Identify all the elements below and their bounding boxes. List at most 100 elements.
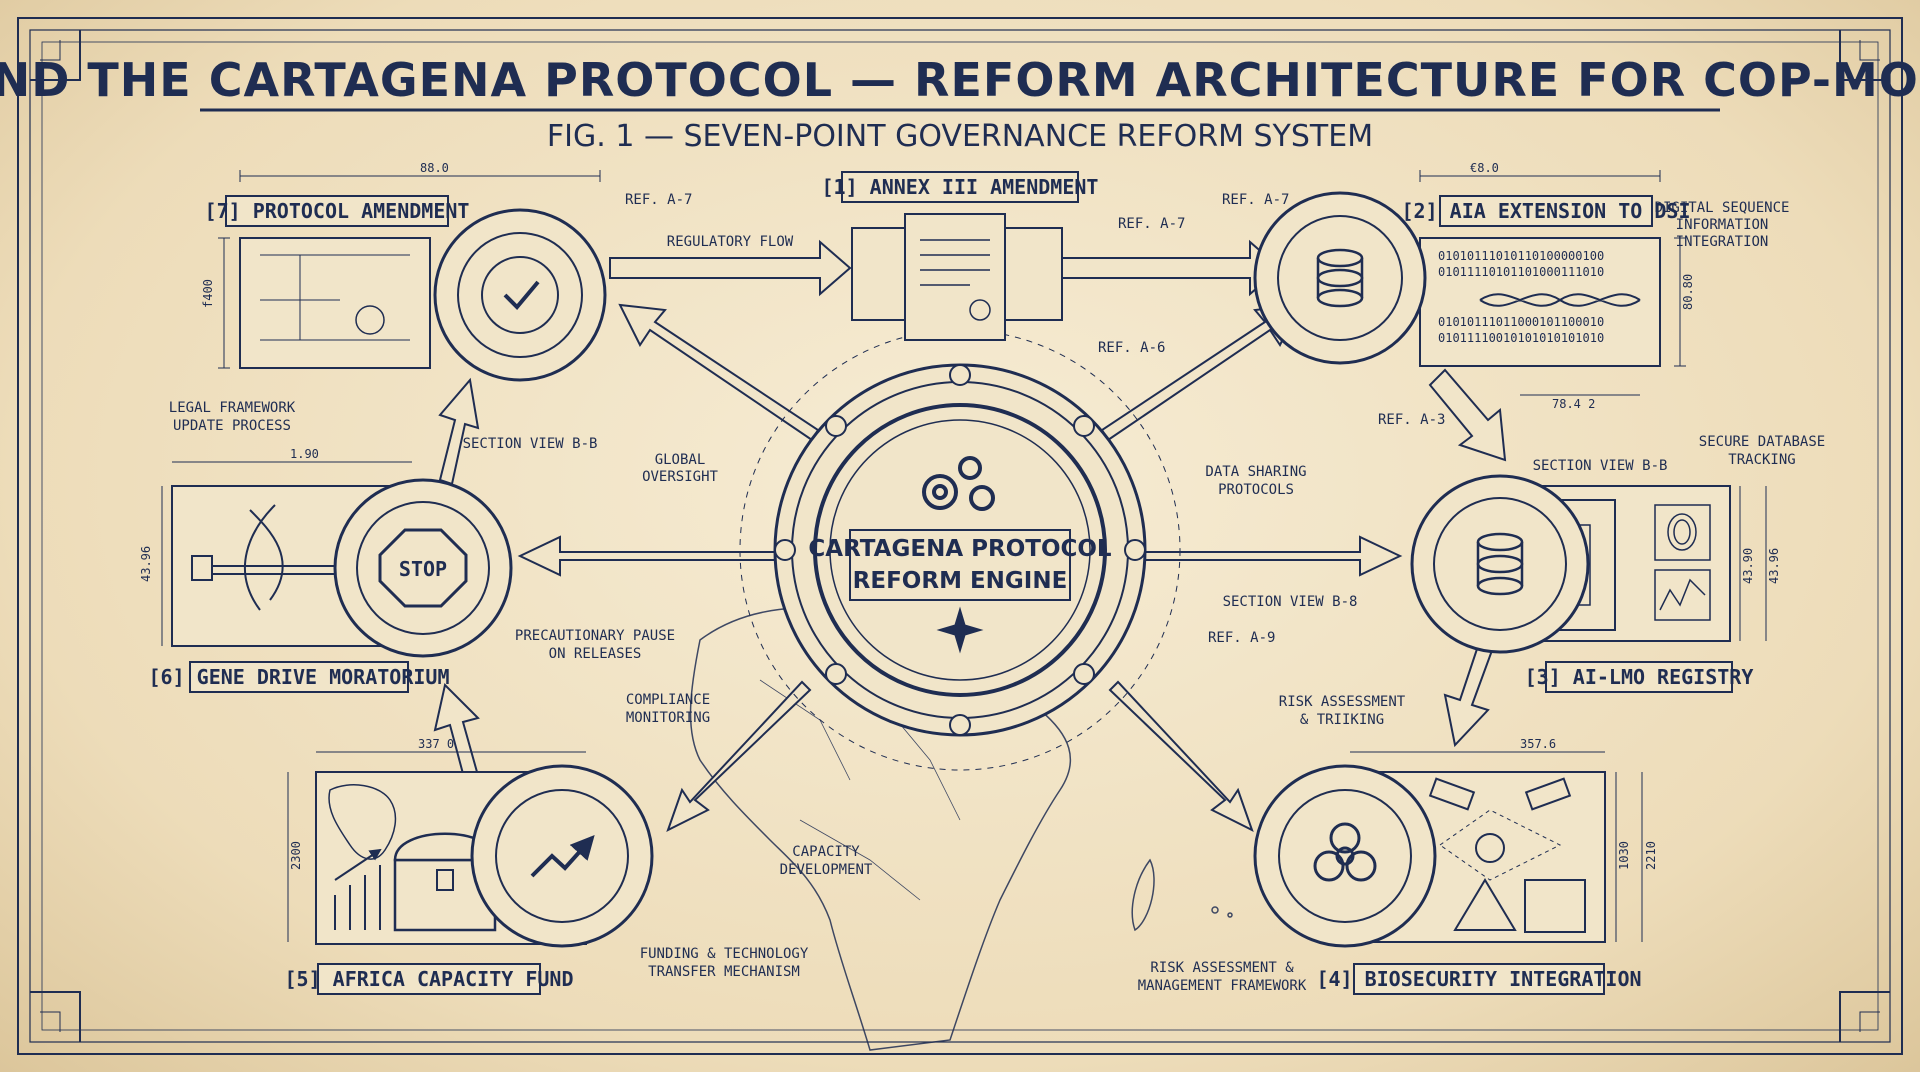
arrow-dsi-to-registry bbox=[1428, 368, 1507, 462]
precaution-note-2: ON RELEASES bbox=[549, 646, 642, 662]
binary-line-1: 01010111010110100000100 bbox=[1438, 249, 1604, 263]
checkmark-icon bbox=[503, 280, 540, 310]
funding-note-2: TRANSFER MECHANISM bbox=[648, 964, 800, 980]
arrow-annex-to-module7 bbox=[609, 239, 852, 297]
stop-sign-icon bbox=[378, 528, 468, 608]
module-5-title: [5] AFRICA CAPACITY FUND bbox=[285, 967, 574, 991]
compass-rose-icon bbox=[936, 606, 984, 654]
secure-note-1: SECURE DATABASE bbox=[1699, 434, 1825, 450]
legal-note-2: UPDATE PROCESS bbox=[173, 418, 291, 434]
module-7-title: [7] PROTOCOL AMENDMENT bbox=[205, 199, 470, 223]
module-africa-fund: [5] AFRICA CAPACITY FUND 337 0 2300 FUND… bbox=[285, 737, 809, 995]
risk-top-note-2: & TRIIKING bbox=[1300, 712, 1384, 728]
module-1-title: [1] ANNEX III AMENDMENT bbox=[822, 175, 1099, 199]
capacity-note-2: DEVELOPMENT bbox=[780, 862, 873, 878]
precaution-note-1: PRECAUTIONARY PAUSE bbox=[515, 628, 675, 644]
compliance-note-2: MONITORING bbox=[626, 710, 710, 726]
section-bb-right: SECTION VIEW B-B bbox=[1533, 458, 1668, 474]
arrow-to-biosecurity bbox=[1108, 680, 1254, 832]
page-subtitle: FIG. 1 — SEVEN-POINT GOVERNANCE REFORM S… bbox=[547, 119, 1373, 154]
ref-a7-right: REF. A-7 bbox=[1222, 192, 1289, 208]
arrow-to-africa-fund bbox=[666, 680, 812, 832]
dim-left-v: f400 bbox=[201, 279, 215, 308]
ref-a9: REF. A-9 bbox=[1208, 630, 1275, 646]
growth-chart-icon bbox=[530, 835, 595, 878]
dim-bot-right-v2: 2210 bbox=[1644, 841, 1658, 870]
capacity-note-1: CAPACITY bbox=[792, 844, 860, 860]
database-icon bbox=[1476, 532, 1524, 596]
engine-title-line2: REFORM ENGINE bbox=[853, 568, 1068, 594]
page-border bbox=[17, 17, 1903, 1055]
funding-note-1: FUNDING & TECHNOLOGY bbox=[640, 946, 809, 962]
dim-bot-right-v1: 1030 bbox=[1617, 841, 1631, 870]
connector-arrows bbox=[433, 239, 1507, 832]
ref-a3: REF. A-3 bbox=[1378, 412, 1445, 428]
arrow-to-gene-drive bbox=[517, 535, 781, 577]
arrow-annex-to-dsi bbox=[1059, 239, 1282, 297]
arrow-to-protocol-amendment bbox=[618, 303, 820, 442]
dim-top-left: 88.0 bbox=[420, 161, 449, 175]
database-icon bbox=[1316, 248, 1364, 308]
dsi-note-3: INTEGRATION bbox=[1676, 234, 1769, 250]
module-annex-iii: [1] ANNEX III AMENDMENT bbox=[822, 171, 1099, 341]
arrow-gene-to-amendment bbox=[438, 377, 480, 486]
growth-chart-icon bbox=[334, 848, 382, 930]
module-3-title: [3] AI-LMO REGISTRY bbox=[1525, 665, 1754, 689]
stop-label: STOP bbox=[399, 557, 447, 581]
dsi-note-2: INFORMATION bbox=[1676, 217, 1769, 233]
dim-bot-right: 357.6 bbox=[1520, 737, 1556, 751]
security-camera-icon bbox=[1428, 777, 1572, 811]
module-6-title: [6] GENE DRIVE MORATORIUM bbox=[148, 665, 449, 689]
data-note-1: DATA SHARING bbox=[1205, 464, 1306, 480]
section-bb-left: SECTION VIEW B-B bbox=[463, 436, 598, 452]
module-aia-dsi: [2] AIA EXTENSION TO DSI 010101110101101… bbox=[1222, 161, 1789, 428]
arrow-to-ai-lmo bbox=[1139, 535, 1403, 577]
module-gene-drive: STOP [6] GENE DRIVE MORATORIUM 1.90 43.9… bbox=[139, 447, 675, 693]
secure-note-2: TRACKING bbox=[1728, 452, 1795, 468]
dsi-note-1: DIGITAL SEQUENCE bbox=[1655, 200, 1790, 216]
binary-line-2: 01011110101101000111010 bbox=[1438, 265, 1604, 279]
ref-a7-left: REF. A-7 bbox=[625, 192, 692, 208]
compliance-note-1: COMPLIANCE bbox=[626, 692, 710, 708]
module-4-title: [4] BIOSECURITY INTEGRATION bbox=[1316, 967, 1641, 991]
data-note-2: PROTOCOLS bbox=[1218, 482, 1294, 498]
global-note-2: OVERSIGHT bbox=[642, 469, 718, 485]
dim-mid-right-v1: 43.90 bbox=[1741, 548, 1755, 584]
risk-top-note-1: RISK ASSESSMENT bbox=[1279, 694, 1406, 710]
risk-bottom-note-1: RISK ASSESSMENT & bbox=[1150, 960, 1294, 976]
binary-line-3: 01010111011000101100010 bbox=[1438, 315, 1604, 329]
dim-mid-left-v: 43.96 bbox=[139, 546, 153, 582]
dimension-lines bbox=[161, 170, 1767, 942]
module-2-title: [2] AIA EXTENSION TO DSI bbox=[1402, 199, 1691, 223]
regulatory-flow-label: REGULATORY FLOW bbox=[667, 234, 794, 250]
binary-line-4: 01011110010101010101010 bbox=[1438, 331, 1604, 345]
biohazard-icon bbox=[1313, 822, 1377, 882]
document-scroll-icon bbox=[904, 213, 1006, 341]
africa-map bbox=[328, 784, 397, 860]
ref-a7-mid: REF. A-7 bbox=[1118, 216, 1185, 232]
dim-mid-left: 1.90 bbox=[290, 447, 319, 461]
module-ai-lmo-registry: [3] AI-LMO REGISTRY SECURE DATABASE TRAC… bbox=[1410, 434, 1825, 693]
ref-a6: REF. A-6 bbox=[1098, 340, 1165, 356]
dna-icon bbox=[1479, 293, 1641, 307]
arrow-registry-to-biosecurity bbox=[1443, 638, 1496, 748]
fingerprint-icon bbox=[1654, 504, 1711, 561]
dim-bot-left-v: 2300 bbox=[289, 841, 303, 870]
dim-bot-left: 337 0 bbox=[418, 737, 454, 751]
section-b8: SECTION VIEW B-8 bbox=[1223, 594, 1358, 610]
legal-note-1: LEGAL FRAMEWORK bbox=[169, 400, 296, 416]
dim-dsi-bottom: 78.4 2 bbox=[1552, 397, 1595, 411]
page-title: AI AND THE CARTAGENA PROTOCOL — REFORM A… bbox=[0, 53, 1920, 107]
dna-icon bbox=[244, 504, 284, 611]
module-protocol-amendment: [7] PROTOCOL AMENDMENT LEGAL FRAMEWORK U… bbox=[169, 161, 693, 434]
engine-title-line1: CARTAGENA PROTOCOL bbox=[808, 536, 1111, 562]
module-biosecurity: [4] BIOSECURITY INTEGRATION RISK ASSESSM… bbox=[1138, 694, 1658, 995]
global-note-1: GLOBAL bbox=[655, 452, 706, 468]
header: AI AND THE CARTAGENA PROTOCOL — REFORM A… bbox=[0, 53, 1920, 154]
dim-top-right: €8.0 bbox=[1470, 161, 1499, 175]
dim-mid-right-v2: 43.96 bbox=[1767, 548, 1781, 584]
reform-engine: CARTAGENA PROTOCOL REFORM ENGINE bbox=[739, 329, 1181, 771]
gear-icon bbox=[922, 456, 995, 511]
